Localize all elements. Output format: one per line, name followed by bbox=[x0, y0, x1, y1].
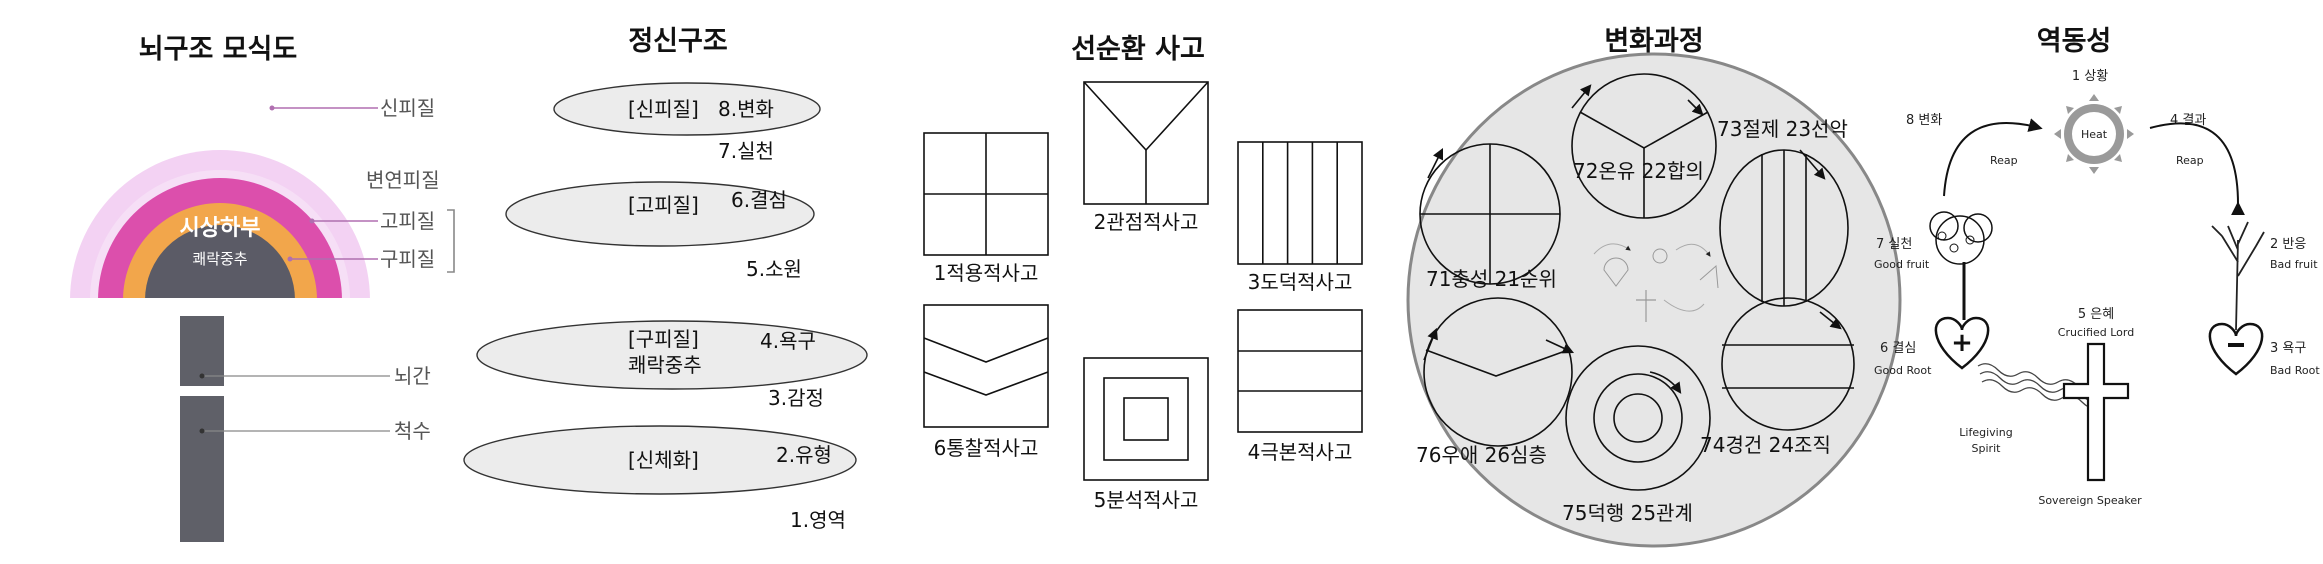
node-7-sub: Good fruit bbox=[1874, 258, 1930, 271]
item-6: 6.결심 bbox=[731, 188, 787, 212]
cycle-box-4 bbox=[1237, 309, 1363, 433]
item-3: 3.감정 bbox=[768, 386, 824, 410]
spinal-label: 척수 bbox=[394, 419, 431, 443]
good-heart-icon bbox=[1934, 316, 1990, 370]
node-6-label: 6 결심 bbox=[1880, 341, 1916, 356]
core-sublabel: 쾌락중추 bbox=[192, 250, 247, 268]
change-circle-73 bbox=[1719, 149, 1849, 307]
ellipse-archicortex-tag: [구피질] bbox=[628, 327, 699, 351]
spirit-label-2: Spirit bbox=[1972, 442, 2002, 455]
change-circle-76 bbox=[1423, 297, 1575, 447]
sun-heat-label: Heat bbox=[2081, 128, 2108, 141]
neocortex-label: 신피질 bbox=[380, 96, 435, 120]
change-label-71: 71충성 21순위 bbox=[1426, 267, 1557, 291]
cycle-box-6 bbox=[923, 304, 1049, 428]
hypothalamus-core bbox=[145, 225, 295, 300]
change-circle-75 bbox=[1565, 345, 1711, 491]
dynamics-panel: 역동성 1 상황 Heat 8 변화 Reap 4 결과 Reap 7 실천 G… bbox=[1874, 26, 2320, 507]
speaker-label: Sovereign Speaker bbox=[2038, 494, 2142, 507]
node-5-sub: Crucified Lord bbox=[2058, 326, 2134, 339]
good-tree-icon bbox=[1929, 211, 1993, 320]
change-panel: 변화과정 72온유 22합의 73절제 23선악 71충성 21순위 bbox=[1406, 26, 1902, 548]
sun-icon bbox=[2054, 94, 2134, 174]
ellipse-somatic-tag: [신체화] bbox=[628, 448, 699, 472]
cycle-label-3: 3도덕적사고 bbox=[1248, 270, 1353, 294]
mental-title: 정신구조 bbox=[628, 26, 727, 57]
cycle-label-6: 6통찰적사고 bbox=[934, 436, 1039, 460]
ellipse-paleocortex bbox=[505, 181, 815, 247]
bad-tree-icon bbox=[2211, 221, 2265, 331]
cross-icon bbox=[2062, 342, 2130, 482]
change-circle-74 bbox=[1721, 297, 1855, 431]
change-title: 변화과정 bbox=[1604, 26, 1703, 57]
node-1-label: 1 상황 bbox=[2072, 69, 2108, 84]
ellipse-neocortex bbox=[553, 82, 821, 136]
change-circle-72 bbox=[1571, 73, 1717, 219]
cycle-label-2: 2관점적사고 bbox=[1094, 210, 1199, 234]
ellipse-somatic bbox=[463, 425, 857, 495]
node-2-label: 2 반응 bbox=[2270, 237, 2306, 252]
spirit-label-1: Lifegiving bbox=[1959, 426, 2012, 439]
cycle-box-2 bbox=[1083, 81, 1209, 205]
cycle-label-4: 4극본적사고 bbox=[1248, 440, 1353, 464]
ellipse-archicortex-sub: 쾌락중추 bbox=[628, 353, 702, 377]
dynamics-title: 역동성 bbox=[2037, 26, 2112, 57]
node-7-label: 7 실천 bbox=[1876, 237, 1912, 252]
brainstem-label: 뇌간 bbox=[394, 364, 431, 388]
node-2-sub: Bad fruit bbox=[2270, 258, 2318, 271]
arrow-4-to-1 bbox=[2149, 122, 2246, 216]
ellipse-archicortex bbox=[476, 320, 868, 390]
change-label-76: 76우애 26심층 bbox=[1416, 443, 1547, 467]
reap-left-label: Reap bbox=[1990, 154, 2018, 167]
change-label-74: 74경건 24조직 bbox=[1700, 433, 1831, 457]
archicortex-label: 구피질 bbox=[380, 247, 435, 271]
brain-panel: 뇌구조 모식도 시상하부 쾌락중추 신피질 변연피질 고피질 구피질 뇌간 척수 bbox=[70, 34, 455, 542]
arrow-8-to-1 bbox=[1943, 118, 2043, 197]
mesocortex-bracket bbox=[447, 209, 455, 273]
change-label-72: 72온유 22합의 bbox=[1573, 159, 1704, 183]
change-circle-71 bbox=[1419, 143, 1561, 285]
cycle-label-5: 5분석적사고 bbox=[1094, 488, 1199, 512]
change-center-mini-diagram bbox=[1593, 243, 1719, 322]
node-5-label: 5 은혜 bbox=[2078, 307, 2114, 322]
paleocortex-label: 고피질 bbox=[380, 209, 435, 233]
node-6-sub: Good Root bbox=[1874, 364, 1932, 377]
ellipse-neocortex-tag: [신피질] bbox=[628, 97, 699, 121]
cycle-box-1 bbox=[923, 132, 1049, 256]
cycle-label-1: 1적용적사고 bbox=[934, 261, 1039, 285]
spinal-shape bbox=[180, 396, 224, 542]
change-label-75: 75덕행 25관계 bbox=[1562, 501, 1693, 525]
bad-heart-icon bbox=[2208, 322, 2264, 376]
item-1: 1.영역 bbox=[790, 508, 846, 532]
change-label-73: 73절제 23선악 bbox=[1717, 117, 1848, 141]
brain-title: 뇌구조 모식도 bbox=[139, 34, 297, 65]
item-7: 7.실천 bbox=[718, 139, 774, 163]
node-8-label: 8 변화 bbox=[1906, 113, 1942, 128]
item-2: 2.유형 bbox=[776, 443, 832, 467]
cycle-box-5 bbox=[1083, 357, 1209, 481]
core-label: 시상하부 bbox=[180, 216, 261, 241]
reap-right-label: Reap bbox=[2176, 154, 2204, 167]
minus-icon bbox=[2228, 343, 2244, 347]
cycle-panel: 선순환 사고 1적용적사고 2관점적사고 3도덕적사고 6통찰적사고 bbox=[923, 34, 1363, 512]
item-5: 5.소원 bbox=[746, 257, 802, 281]
item-4: 4.욕구 bbox=[760, 329, 816, 353]
node-3-sub: Bad Root bbox=[2270, 364, 2320, 377]
cycle-title: 선순환 사고 bbox=[1071, 34, 1205, 65]
cycle-box-3 bbox=[1237, 141, 1363, 265]
mental-panel: 정신구조 [신피질] 8.변화 7.실천 [고피질] 6.결심 5.소원 [구피… bbox=[463, 26, 868, 532]
plus-icon: + bbox=[1951, 328, 1973, 358]
spirit-wave-3 bbox=[1981, 379, 2103, 410]
node-3-label: 3 욕구 bbox=[2270, 341, 2306, 356]
ellipse-paleocortex-tag: [고피질] bbox=[628, 193, 699, 217]
item-8: 8.변화 bbox=[718, 97, 774, 121]
mesocortex-label: 변연피질 bbox=[366, 168, 440, 192]
